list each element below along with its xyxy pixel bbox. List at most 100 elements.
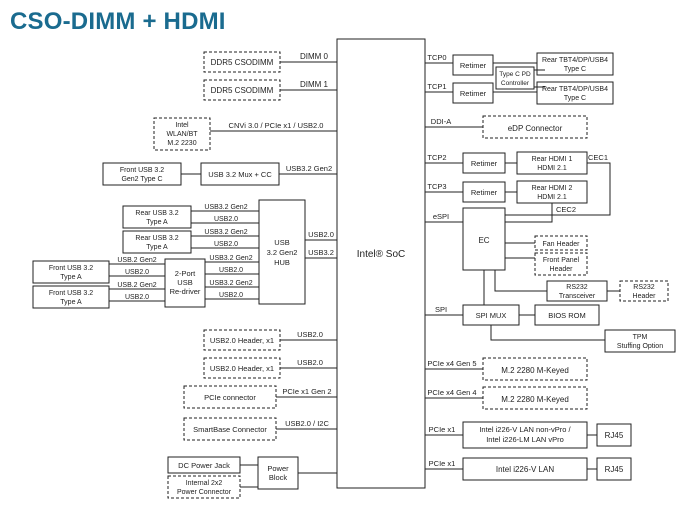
- ddr5-csodimm-1-label: DDR5 CSODIMM: [211, 86, 274, 95]
- redriver-hub-3-label: USB3.2 Gen2: [209, 280, 252, 287]
- front-panel-line2: Header: [550, 266, 574, 273]
- spi-mux-label: SPI MUX: [476, 311, 507, 320]
- mux-link-label: USB3.2 Gen2: [286, 164, 332, 173]
- hub-soc-usb32-label: USB3.2: [308, 248, 334, 257]
- front-panel-header: [534, 252, 588, 276]
- pcie-link-label: PCIe x1 Gen 2: [282, 387, 331, 396]
- pd-line2: Controller: [501, 80, 530, 87]
- tbt1-line2: Type C: [564, 66, 586, 73]
- cec1-label: CEC1: [588, 153, 608, 162]
- tbt2-line2: Type C: [564, 95, 586, 102]
- front-a1-usb20-label: USB2.0: [125, 269, 149, 276]
- smartbase-link-label: USB2.0 / I2C: [285, 419, 329, 428]
- wlan-bt-module: [153, 117, 211, 151]
- pcie-gen4-label: PCIe x4 Gen 4: [427, 388, 476, 397]
- retimer-tcp1: [452, 82, 494, 104]
- pcie-gen5-label: PCIe x4 Gen 5: [427, 359, 476, 368]
- front-a2-gen2-label: USB.2 Gen2: [117, 282, 156, 289]
- dc-power-jack-label: DC Power Jack: [178, 461, 230, 470]
- rear-a2-line2: Type A: [146, 244, 168, 251]
- front-a1-gen2-label: USB.2 Gen2: [117, 257, 156, 264]
- smartbase-label: SmartBase Connector: [193, 425, 267, 434]
- hub-soc-usb20-label: USB2.0: [308, 230, 334, 239]
- redriver-hub-4-label: USB2.0: [219, 292, 243, 299]
- hdmi2-line2: HDMI 2.1: [537, 194, 567, 201]
- pd-line1: Type C PD: [499, 71, 531, 78]
- redriver-hub-1-label: USB3.2 Gen2: [209, 255, 252, 262]
- embedded-controller: [462, 207, 506, 271]
- m2-gen5-label: M.2 2280 M-Keyed: [501, 366, 569, 375]
- pcie-x1-lan2-label: PCIe x1: [429, 459, 456, 468]
- soc-label: Intel® SoC: [357, 249, 406, 260]
- hub-line2: 3.2 Gen2: [267, 248, 298, 257]
- edp-connector: [482, 115, 588, 139]
- m2-slot-gen5: [482, 357, 588, 381]
- hub-line1: USB: [274, 238, 289, 247]
- internal-pwr-line2: Power Connector: [177, 489, 232, 496]
- wlan-line2: WLAN/BT: [166, 131, 198, 138]
- front-a2-usb20-label: USB2.0: [125, 294, 149, 301]
- lan1-line1: Intel i226-V LAN non-vPro /: [479, 425, 571, 434]
- dimm0-link-label: DIMM 0: [300, 52, 329, 61]
- ec-label: EC: [478, 236, 489, 245]
- power-block-line2: Block: [269, 473, 288, 482]
- power-block: [257, 456, 299, 490]
- cnvi-link-label: CNVi 3.0 / PCIe x1 / USB2.0: [229, 121, 324, 130]
- front-usb-typea-1: [32, 260, 110, 284]
- rj45-2-label: RJ45: [605, 465, 624, 474]
- fan-header-label: Fan Header: [543, 241, 581, 248]
- rear-a1-usb32-label: USB3.2 Gen2: [204, 204, 247, 211]
- rear-tbt4-typec-1: [536, 52, 614, 76]
- retimer-tcp0: [452, 54, 494, 76]
- redriver-line2: USB: [177, 278, 192, 287]
- retimer-tcp0-label: Retimer: [460, 61, 487, 70]
- front-a2-line1: Front USB 3.2: [49, 290, 93, 297]
- ddia-label: DDI-A: [431, 117, 451, 126]
- rear-a1-line2: Type A: [146, 219, 168, 226]
- tpm-line1: TPM: [633, 334, 648, 341]
- dimm1-link-label: DIMM 1: [300, 80, 329, 89]
- lan2-label: Intel i226-V LAN: [496, 465, 554, 474]
- tpm-stuffing-option: [604, 329, 676, 353]
- wlan-line3: M.2 2230: [167, 140, 196, 147]
- rear-a1-usb20-label: USB2.0: [214, 216, 238, 223]
- rs232t-line1: RS232: [566, 284, 588, 291]
- rear-usb-typea-1: [122, 205, 192, 229]
- front-a1-line2: Type A: [60, 274, 82, 281]
- rear-a2-usb32-label: USB3.2 Gen2: [204, 229, 247, 236]
- rs232t-line2: Transceiver: [559, 293, 596, 300]
- internal-pwr-line1: Internal 2x2: [186, 480, 223, 487]
- front-usb-typea-2: [32, 285, 110, 309]
- bios-rom: [534, 304, 600, 326]
- ddr5-csodimm-0-label: DDR5 CSODIMM: [211, 58, 274, 67]
- spi-label: SPI: [435, 305, 447, 314]
- hdr1-link-label: USB2.0: [297, 330, 323, 339]
- cec2-label: CEC2: [556, 205, 576, 214]
- diagram-title: CSO-DIMM + HDMI: [10, 8, 226, 35]
- redriver-line1: 2-Port: [175, 269, 196, 278]
- wlan-line1: Intel: [175, 122, 189, 129]
- usb-redriver: [164, 258, 206, 308]
- bios-rom-label: BIOS ROM: [548, 311, 586, 320]
- hdmi2-line1: Rear HDMI 2: [532, 185, 573, 192]
- rear-tbt4-typec-2: [536, 81, 614, 105]
- lan-controller-1: [462, 421, 588, 449]
- rj45-port-1: [596, 423, 632, 447]
- hdmi1-line2: HDMI 2.1: [537, 165, 567, 172]
- redriver-hub-2-label: USB2.0: [219, 267, 243, 274]
- rj45-1-label: RJ45: [605, 431, 624, 440]
- tbt2-line1: Rear TBT4/DP/USB4: [542, 86, 608, 93]
- tpm-line2: Stuffing Option: [617, 343, 663, 350]
- espi-label: eSPI: [433, 212, 449, 221]
- front-a2-line2: Type A: [60, 299, 82, 306]
- tcp3-label: TCP3: [427, 182, 446, 191]
- edp-connector-label: eDP Connector: [508, 124, 563, 133]
- rs232h-line1: RS232: [633, 284, 655, 291]
- pcie-x1-lan1-label: PCIe x1: [429, 425, 456, 434]
- rear-a2-usb20-label: USB2.0: [214, 241, 238, 248]
- m2-slot-gen4: [482, 386, 588, 410]
- rj45-port-2: [596, 457, 632, 481]
- rear-usb-typea-2: [122, 230, 192, 254]
- front-typec-line1: Front USB 3.2: [120, 167, 164, 174]
